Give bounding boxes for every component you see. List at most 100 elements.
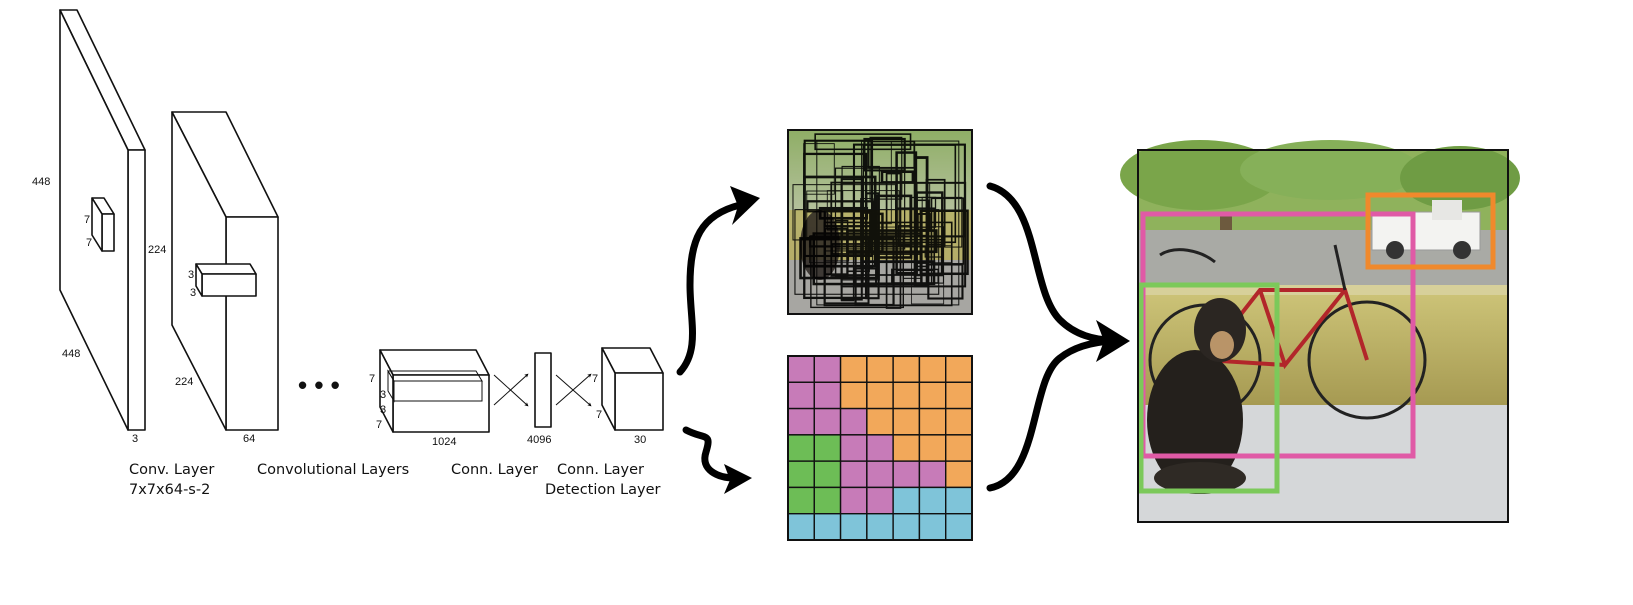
candidate-box	[792, 184, 897, 241]
grid-cell	[945, 407, 973, 436]
grid-cell	[813, 513, 842, 541]
grid-cell	[839, 407, 868, 436]
grid-cell	[813, 434, 842, 462]
final-detections-image	[1120, 140, 1520, 523]
arrow-to-class-map	[682, 426, 752, 494]
input-height-label: 448	[32, 176, 50, 188]
grid-cell	[813, 460, 842, 489]
grid-cell	[945, 434, 973, 462]
grid-cell	[892, 355, 921, 383]
caption-conv-layer: Conv. Layer	[129, 462, 214, 478]
caption-conn-layer: Conn. Layer	[451, 462, 538, 478]
candidate-box	[799, 237, 879, 280]
grid-cell	[918, 434, 947, 462]
grid-cell	[945, 513, 973, 541]
grid-cell	[866, 486, 894, 515]
grid-cell	[892, 407, 921, 436]
candidate-box	[834, 219, 849, 278]
grid-cell	[813, 407, 842, 436]
arrow-to-boxes	[676, 186, 760, 376]
output-dim-label-2: 7	[596, 409, 602, 421]
candidate-box	[902, 233, 922, 279]
grid-cell	[918, 513, 947, 541]
grid-cell	[787, 407, 815, 436]
grid-cell	[918, 486, 947, 515]
input-depth-label: 3	[132, 433, 138, 445]
grid-cell	[918, 407, 947, 436]
caption-detection-layer: Detection Layer	[545, 482, 661, 498]
grid-cell	[892, 434, 921, 462]
grid-cell	[839, 513, 868, 541]
fc-label: 4096	[527, 434, 551, 446]
output-dim-label: 7	[592, 373, 598, 385]
output-depth-label: 30	[634, 434, 646, 446]
candidate-box	[840, 181, 967, 288]
input-width-label: 448	[62, 348, 80, 360]
grid-cell	[945, 355, 973, 383]
input-layer	[59, 9, 146, 431]
kernel-w-label: 7	[86, 237, 92, 249]
grid-cell	[918, 381, 947, 410]
truck-shape	[1371, 200, 1481, 259]
layer3-dim-a: 7	[369, 373, 375, 385]
grid-cell	[945, 486, 973, 515]
layer3-dim-d: 7	[376, 419, 382, 431]
grid-cell	[813, 486, 842, 515]
kernel-7x7	[91, 197, 115, 252]
candidate-box	[911, 239, 945, 305]
car-detection-box	[1365, 192, 1496, 270]
candidate-box	[823, 221, 953, 307]
grid-cell	[839, 381, 868, 410]
grid-cell	[839, 460, 868, 489]
conv-layer-1024	[379, 349, 490, 433]
candidate-box	[803, 175, 877, 268]
grid-cell	[866, 460, 894, 489]
grid-cell	[892, 486, 921, 515]
grid-cell	[839, 434, 868, 462]
layer3-dim-c: 3	[380, 404, 386, 416]
grid-cell	[918, 355, 947, 383]
grid-cell	[787, 434, 815, 462]
layer2-kernel-h: 3	[188, 269, 194, 281]
grid-cell	[813, 355, 842, 383]
grid-cell	[866, 513, 894, 541]
kernel-3x3	[195, 263, 257, 297]
grid-cell	[813, 381, 842, 410]
caption-convolutional-layers: Convolutional Layers	[257, 462, 409, 478]
conv-layer-224	[171, 111, 279, 431]
caption-conv-layer-spec: 7x7x64-s-2	[129, 482, 210, 498]
grid-cell	[787, 460, 815, 489]
grid-cell	[866, 355, 894, 383]
layer3-dim-b: 3	[380, 389, 386, 401]
candidate-box	[913, 156, 929, 288]
grid-cell	[787, 381, 815, 410]
dog-detection-box	[1138, 282, 1280, 494]
grid-cell	[866, 381, 894, 410]
grid-cell	[892, 381, 921, 410]
layer2-width-label: 224	[175, 376, 193, 388]
grid-cell	[892, 460, 921, 489]
candidate-box	[921, 196, 963, 248]
caption-conn-layer-2: Conn. Layer	[557, 462, 644, 478]
grid-cell	[787, 355, 815, 383]
output-cube	[601, 347, 664, 431]
full-connection-lines-2	[555, 373, 592, 407]
grid-cell	[787, 486, 815, 515]
grid-cell	[787, 513, 815, 541]
grid-cell	[892, 513, 921, 541]
grid-cell	[945, 460, 973, 489]
kernel-h-label: 7	[84, 214, 90, 226]
layer3-depth-label: 1024	[432, 436, 456, 448]
class-probability-map	[787, 355, 973, 541]
grid-cell	[918, 460, 947, 489]
arrow-merge-bottom	[986, 320, 1130, 492]
grid-cell	[866, 434, 894, 462]
arrow-merge-top	[986, 182, 1116, 344]
layer2-height-label: 224	[148, 244, 166, 256]
grid-cell	[839, 486, 868, 515]
layers-ellipsis: • • •	[298, 370, 340, 400]
grid-cell	[945, 381, 973, 410]
layer2-kernel-w: 3	[190, 287, 196, 299]
candidate-box	[860, 198, 874, 269]
candidate-box	[834, 167, 906, 250]
